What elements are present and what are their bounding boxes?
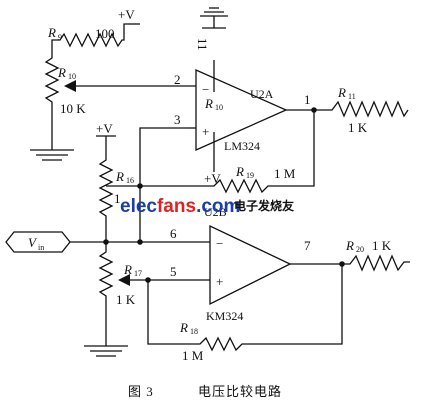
r10-potentiometer xyxy=(44,48,196,124)
pos-v-left: +V xyxy=(96,121,113,136)
r11-label: R xyxy=(337,85,346,100)
r18-sub: 18 xyxy=(190,327,198,336)
r16-label: R xyxy=(115,169,124,184)
r10-sub: 10 xyxy=(68,72,76,81)
ground-pin-11: 11 xyxy=(195,38,210,51)
r11-sub: 11 xyxy=(348,92,356,101)
u2b-opamp xyxy=(209,224,292,306)
figure-title: 电压比较电路 xyxy=(198,384,282,399)
r17-potentiometer xyxy=(98,242,210,320)
ground-left-bottom xyxy=(84,320,128,357)
u2b-plus: + xyxy=(216,274,223,289)
u2a-pos-v: +V xyxy=(204,171,221,186)
u2a-pin1: 1 xyxy=(304,92,311,107)
r10-value: 10 K xyxy=(60,101,86,116)
ground-left-top xyxy=(30,124,74,161)
u2a-plus: + xyxy=(202,124,209,139)
pos-v-top: +V xyxy=(118,7,135,22)
watermark-cn: 电子发烧友 xyxy=(234,198,294,213)
ground-top xyxy=(200,7,228,29)
u2a-pin2: 2 xyxy=(174,72,181,87)
u2a-pin3: 3 xyxy=(174,112,181,127)
r9-label: R xyxy=(47,25,56,40)
r16-resistor xyxy=(98,136,114,242)
u2a-inner-label: R xyxy=(204,96,213,111)
u2b-pin6: 6 xyxy=(170,226,177,241)
r9-resistor xyxy=(51,23,128,48)
u2a-inner-sub: 10 xyxy=(215,103,223,112)
u2a-part: LM324 xyxy=(224,139,260,153)
vin-label: V xyxy=(28,235,38,250)
r19-label: R xyxy=(235,164,244,179)
u2a-plus-wire xyxy=(139,127,186,186)
r16-sub: 16 xyxy=(126,176,134,185)
r17-wiper-arrow xyxy=(118,274,130,286)
u2a-minus: − xyxy=(202,82,209,97)
u2a-opamp xyxy=(186,60,288,152)
r17-sub: 17 xyxy=(134,269,142,278)
r19-value: 1 M xyxy=(274,166,296,181)
r10-label: R xyxy=(57,65,66,80)
svg-text:elecfans.com: elecfans.com xyxy=(120,196,240,217)
r20-label: R xyxy=(345,238,354,253)
u2b-pin5: 5 xyxy=(170,264,177,279)
r10-wiper-arrow xyxy=(64,80,76,92)
u2b-name: U2B xyxy=(204,205,227,219)
r16-value: 1 xyxy=(114,191,121,206)
r11-value: 1 K xyxy=(348,120,368,135)
r9-sub: 9 xyxy=(58,33,62,42)
vin-sub: in xyxy=(38,243,44,252)
r20-sub: 20 xyxy=(356,245,364,254)
r19-sub: 19 xyxy=(246,171,254,180)
u2a-name: U2A xyxy=(250,87,274,101)
r19-resistor xyxy=(140,110,315,194)
r20-value: 1 K xyxy=(372,238,392,253)
u2b-minus: − xyxy=(216,236,223,251)
watermark-logo: elecfans.com 电子发烧友 xyxy=(120,196,294,217)
r18-resistor xyxy=(147,264,343,352)
r17-label: R xyxy=(123,262,132,277)
r9-value: 100 xyxy=(95,26,115,41)
u2b-part: KM324 xyxy=(206,309,243,323)
u2b-pin7: 7 xyxy=(304,238,311,253)
r11-resistor xyxy=(314,100,409,118)
r17-value: 1 K xyxy=(116,292,136,307)
r20-resistor xyxy=(342,254,410,272)
r18-label: R xyxy=(179,320,188,335)
figure-number: 图 3 xyxy=(128,384,154,399)
r18-value: 1 M xyxy=(182,348,204,363)
